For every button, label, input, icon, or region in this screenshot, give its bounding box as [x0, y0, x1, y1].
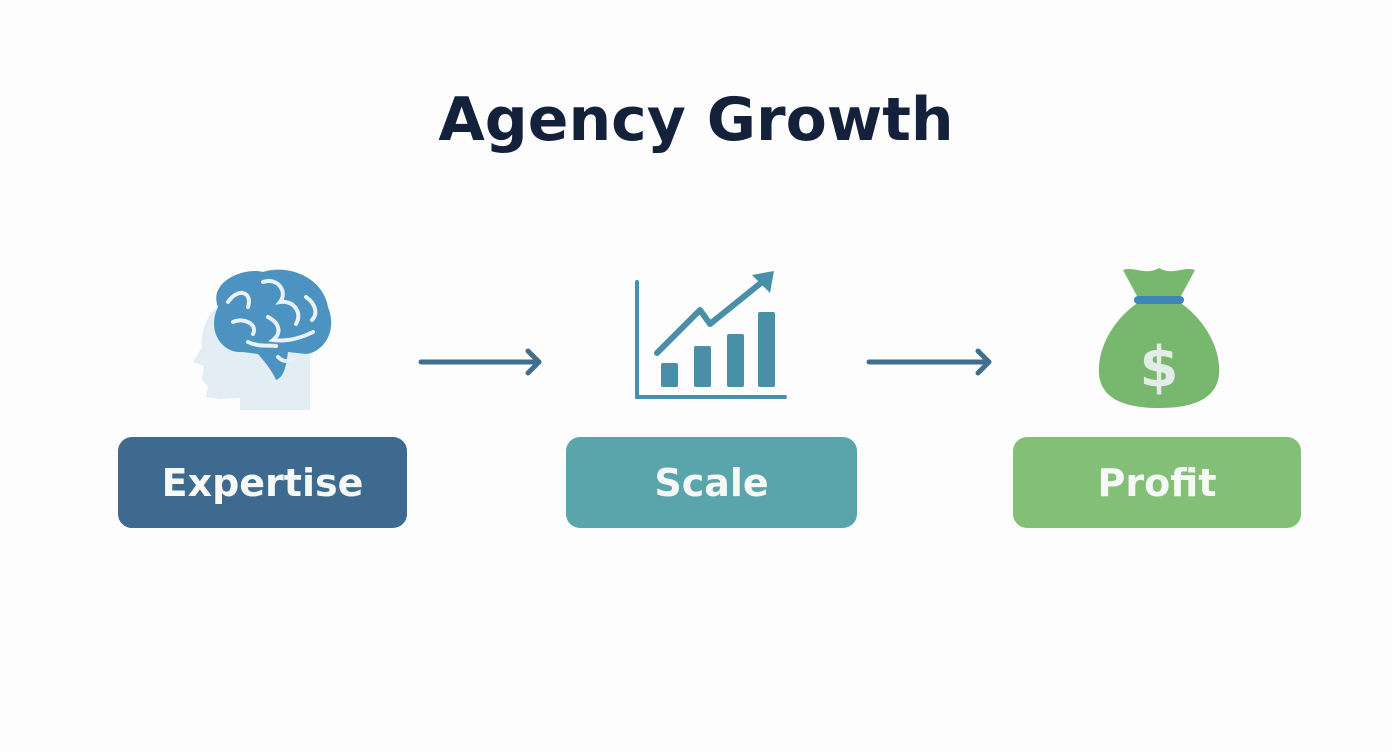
money-bag-icon: $ — [1098, 268, 1220, 408]
svg-text:$: $ — [1140, 335, 1179, 400]
step-scale: Scale — [566, 437, 857, 528]
step-label: Scale — [654, 460, 769, 505]
arrow-right-icon — [418, 348, 542, 376]
step-expertise: Expertise — [118, 437, 407, 528]
arrow-right-icon — [866, 348, 992, 376]
growth-chart-icon — [635, 271, 787, 399]
step-label: Profit — [1097, 460, 1217, 505]
step-profit: Profit — [1013, 437, 1301, 528]
diagram-title: Agency Growth — [438, 85, 954, 155]
brain-icon — [193, 269, 332, 410]
step-label: Expertise — [161, 460, 364, 505]
